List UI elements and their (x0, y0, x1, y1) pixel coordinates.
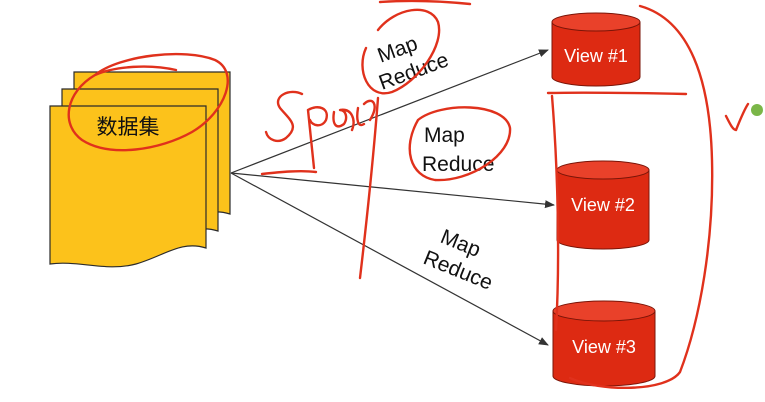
arrow-to-view-1 (230, 49, 549, 174)
map-reduce-1-circle-annotation (361, 8, 441, 95)
dataset-page-front (49, 105, 207, 268)
reduce-label: Reduce (422, 153, 494, 176)
divider-line-vertical-left (358, 96, 380, 280)
map-reduce-label-2: Map Reduce (422, 124, 494, 176)
map-reduce-2-circle-annotation (408, 106, 512, 182)
map-label: Map (424, 124, 465, 147)
view-cylinder-2: View #2 (556, 160, 650, 250)
dataset-stack: 数据集 (49, 71, 231, 268)
handwritten-annotations (67, 0, 750, 389)
top-scribble (378, 0, 472, 6)
arrow-to-view-3 (230, 172, 549, 346)
edge-mark-annotation (260, 169, 318, 176)
view-label: View #1 (564, 46, 628, 66)
checkmark-annotation (724, 102, 750, 132)
divider-line-horizontal (546, 91, 688, 96)
dataset-label: 数据集 (97, 115, 160, 139)
view-label: View #3 (572, 337, 636, 357)
view-cylinder-3: View #3 (552, 300, 656, 387)
arrow-to-view-2 (230, 172, 555, 209)
views-circle-annotation (568, 4, 714, 389)
view-cylinder-1: View #1 (551, 12, 641, 87)
spark-handwriting (264, 90, 376, 170)
dataset-circle-annotation (67, 52, 229, 152)
divider-line-vertical-right (550, 94, 560, 332)
map-reduce-label-3: Map Reduce (420, 225, 496, 295)
view-label: View #2 (571, 195, 635, 215)
flow-arrows (230, 49, 555, 346)
pointer-dot-icon (751, 104, 763, 116)
